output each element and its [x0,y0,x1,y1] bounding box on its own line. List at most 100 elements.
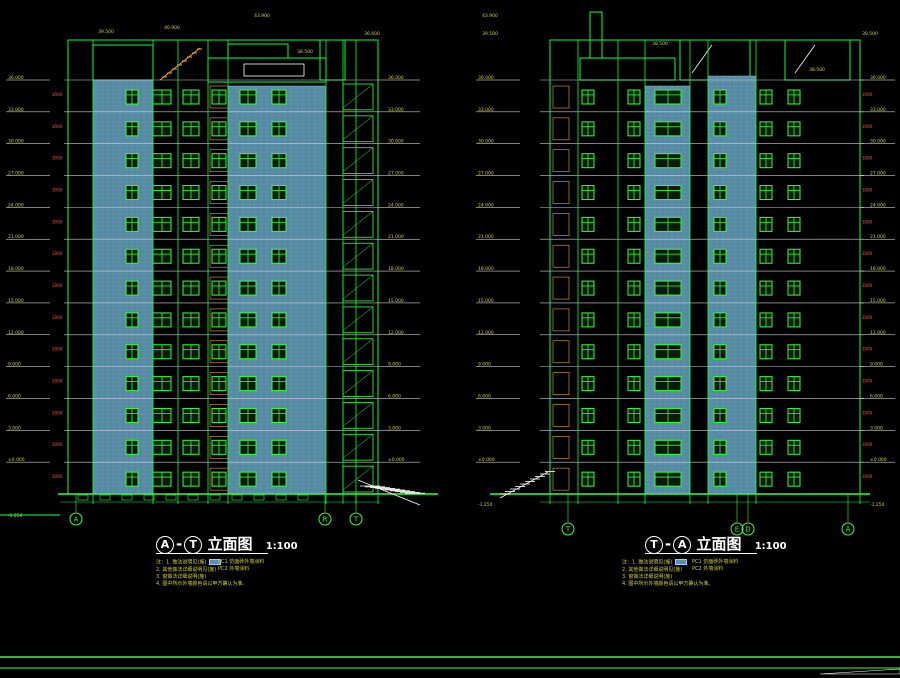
note-line: 注：1. 做法说明见(施) [622,559,772,567]
elevation-mark: 21.000 [870,234,886,240]
stair-diagonal [342,179,374,204]
roof-elevation-mark: 38.500 [652,41,668,47]
elevation-mark: 33.000 [870,107,886,113]
elevation-mark: 30.000 [870,139,886,145]
roof-elevation-mark: 43.900 [482,13,498,19]
elevation-mark: 18.000 [8,266,24,272]
roof-elevation-mark: 38.500 [297,49,313,55]
floor-height-dim: 3000 [52,315,63,320]
elevation-mark: ±0.000 [870,457,887,463]
floor-height-dim: 3000 [862,410,873,415]
note-line: 4. 图中所示外墙颜色请以甲方确认为准。 [622,580,714,587]
elevation-mark: 30.000 [478,139,494,145]
elevation-mark: 21.000 [8,234,24,240]
roof-structure [679,39,751,81]
floor-height-dim: 3000 [52,442,63,447]
stair-window [552,372,570,395]
axis-label: A [74,516,79,524]
axis-label: E [735,526,739,534]
elevation-mark: 21.000 [478,234,494,240]
stair-window [552,308,570,332]
elevation-mark: 27.000 [478,171,494,177]
axis-bubble [841,522,855,536]
floor-height-dim: 3000 [862,124,873,129]
elevation-mark: 24.000 [388,202,404,208]
scale-label: 1:100 [265,541,298,552]
elevation-mark: 15.000 [388,298,404,304]
entrance-stair-rail [499,471,549,499]
axis-bubble [349,512,363,526]
axis-bubble [318,512,332,526]
stair-window [552,404,570,427]
elevation-mark: 33.000 [8,107,24,113]
stair-diagonal [342,211,374,236]
elevation-mark: 15.000 [870,298,886,304]
floor-height-dim: 3000 [862,442,873,447]
scale-label: 1:100 [754,541,787,552]
elevation-mark: 27.000 [388,171,404,177]
elevation-mark: 24.000 [870,202,886,208]
roof-structure [207,57,327,83]
floor-height-dim: 3000 [862,283,873,288]
floor-height-dim: 3000 [862,251,873,256]
plinth-vent [165,494,177,501]
elevation-mark: 27.000 [870,171,886,177]
elevation-mark: 18.000 [478,266,494,272]
elevation-mark: 9.000 [870,362,883,368]
stair-window [552,340,570,364]
floor-height-dim: 3000 [862,379,873,384]
floor-height-dim: 3000 [862,156,873,161]
stair-diagonal [342,274,374,300]
right-elevation-title: T-A 立面图 1:100 [645,533,787,554]
elevation-mark: 18.000 [870,266,886,272]
stair-diagonal [342,306,374,331]
elevation-mark: 12.000 [870,330,886,336]
stair-window [552,149,570,172]
elevation-mark: 6.000 [870,393,883,399]
floor-height-dim: 3000 [52,379,63,384]
stair-diagonal [342,465,374,491]
elevation-mark: 33.000 [388,107,404,113]
axis-label: R [323,516,328,524]
roof-stair-rail [159,47,201,81]
stair-window [552,276,570,300]
elevation-mark: 6.000 [8,393,21,399]
plinth-vent [77,494,89,501]
axis-bubble [741,522,755,536]
color-swatch [209,559,222,565]
elevation-mark: 15.000 [478,298,494,304]
elevation-mark: ±0.000 [388,457,405,463]
axis-bubble-start: A [156,535,174,554]
stair-diagonal [342,370,374,395]
elevation-mark: 12.000 [8,330,24,336]
plinth-vent [275,494,287,501]
axis-bubble [561,522,575,536]
axis-label: D [745,526,750,534]
legend-item: PC1 仿面砖外墙涂料 [218,559,265,565]
elevation-mark: 33.000 [478,107,494,113]
elevation-mark: 24.000 [8,202,24,208]
plinth-vent [297,494,309,501]
left-title-underline [156,553,268,554]
elevation-mark: 36.000 [8,75,24,81]
left-elevation-drawing: 36.000300036.00033.000300033.00030.00030… [6,13,438,526]
elevation-mark: 24.000 [478,202,494,208]
roof-structure [589,11,603,59]
elevation-mark: 9.000 [388,362,401,368]
stair-diagonal [342,147,374,172]
elevation-title-text: 立面图 [696,535,742,553]
axis-label: T [565,526,571,534]
floor-height-dim: 3000 [52,187,63,192]
floor-height-dim: 3000 [52,410,63,415]
floor-height-dim: 3000 [862,347,873,352]
floor-height-dim: 3000 [52,251,63,256]
floor-height-dim: 3000 [52,474,63,479]
plinth-vent [121,494,133,501]
legend-item: PC2 外墙涂料 [218,566,250,572]
floor-height-dim: 3000 [862,187,873,192]
entrance-stair-rail [357,479,421,506]
floor-height-dim: 3000 [52,283,63,288]
roof-tank-diag [691,44,713,74]
